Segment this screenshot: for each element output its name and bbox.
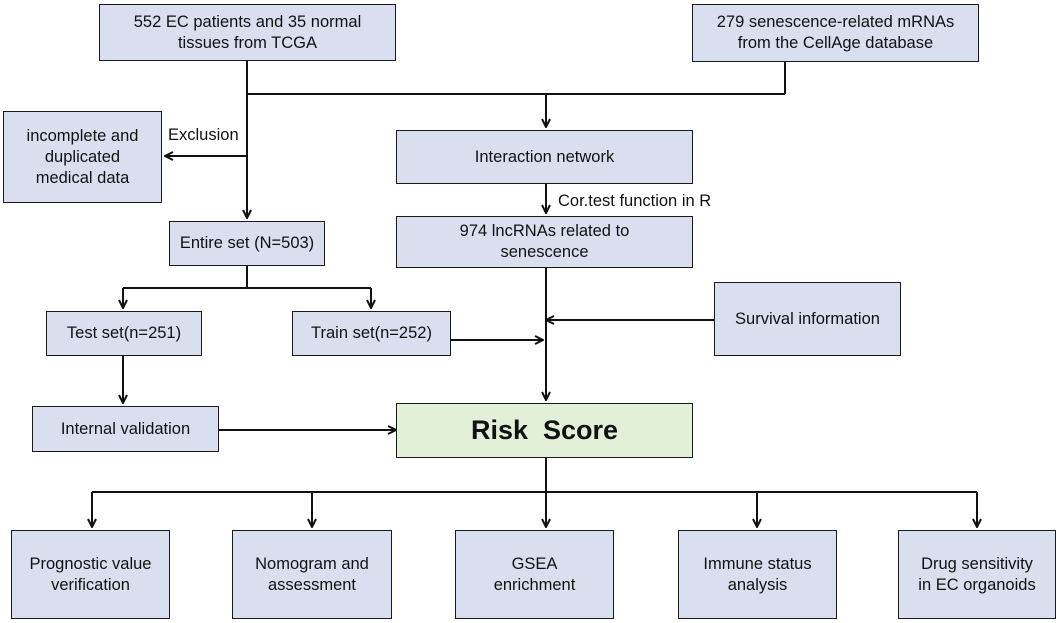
- excluded-data-box: incomplete and duplicated medical data: [3, 111, 162, 203]
- train-set-box: Train set(n=252): [292, 311, 451, 356]
- test-set-box: Test set(n=251): [46, 311, 202, 356]
- internal-validation-text: Internal validation: [60, 419, 191, 438]
- ec-patients-text: 552 EC patients and 35 normal tissues fr…: [133, 12, 362, 52]
- test-set-text: Test set(n=251): [66, 324, 182, 342]
- internal-validation-box: Internal validation: [32, 406, 219, 452]
- immune-text: Immune status analysis: [703, 554, 812, 594]
- prognostic-box: Prognostic value verification: [11, 530, 170, 619]
- nomogram-box: Nomogram and assessment: [232, 530, 392, 619]
- risk-score-text: Risk Score: [470, 415, 619, 445]
- survival-info-box: Survival information: [714, 282, 901, 356]
- gsea-box: GSEA enrichment: [455, 530, 614, 619]
- survival-info-text: Survival information: [735, 309, 880, 328]
- interaction-network-box: Interaction network: [396, 130, 693, 184]
- train-set-text: Train set(n=252): [311, 324, 432, 342]
- interaction-network-text: Interaction network: [474, 147, 615, 166]
- drug-text: Drug sensitivity in EC organoids: [918, 554, 1036, 594]
- prognostic-text: Prognostic value verification: [29, 554, 152, 594]
- cor-test-label: Cor.test function in R: [558, 192, 712, 210]
- entire-set-text: Entire set (N=503): [179, 234, 315, 252]
- entire-set-box: Entire set (N=503): [169, 221, 325, 266]
- lncrnas-text: 974 lncRNAs related to senescence: [459, 222, 630, 261]
- lncrnas-box: 974 lncRNAs related to senescence: [396, 216, 693, 268]
- drug-box: Drug sensitivity in EC organoids: [898, 530, 1056, 619]
- immune-box: Immune status analysis: [678, 530, 837, 619]
- senescence-mrnas-box: 279 senescence-related mRNAs from the Ce…: [692, 4, 979, 62]
- nomogram-text: Nomogram and assessment: [255, 554, 369, 594]
- gsea-text: GSEA enrichment: [493, 554, 576, 594]
- excluded-data-text: incomplete and duplicated medical data: [26, 126, 139, 187]
- exclusion-label: Exclusion: [168, 126, 239, 144]
- risk-score-box: Risk Score: [396, 403, 693, 458]
- senescence-mrnas-text: 279 senescence-related mRNAs from the Ce…: [716, 13, 955, 52]
- ec-patients-box: 552 EC patients and 35 normal tissues fr…: [99, 4, 396, 61]
